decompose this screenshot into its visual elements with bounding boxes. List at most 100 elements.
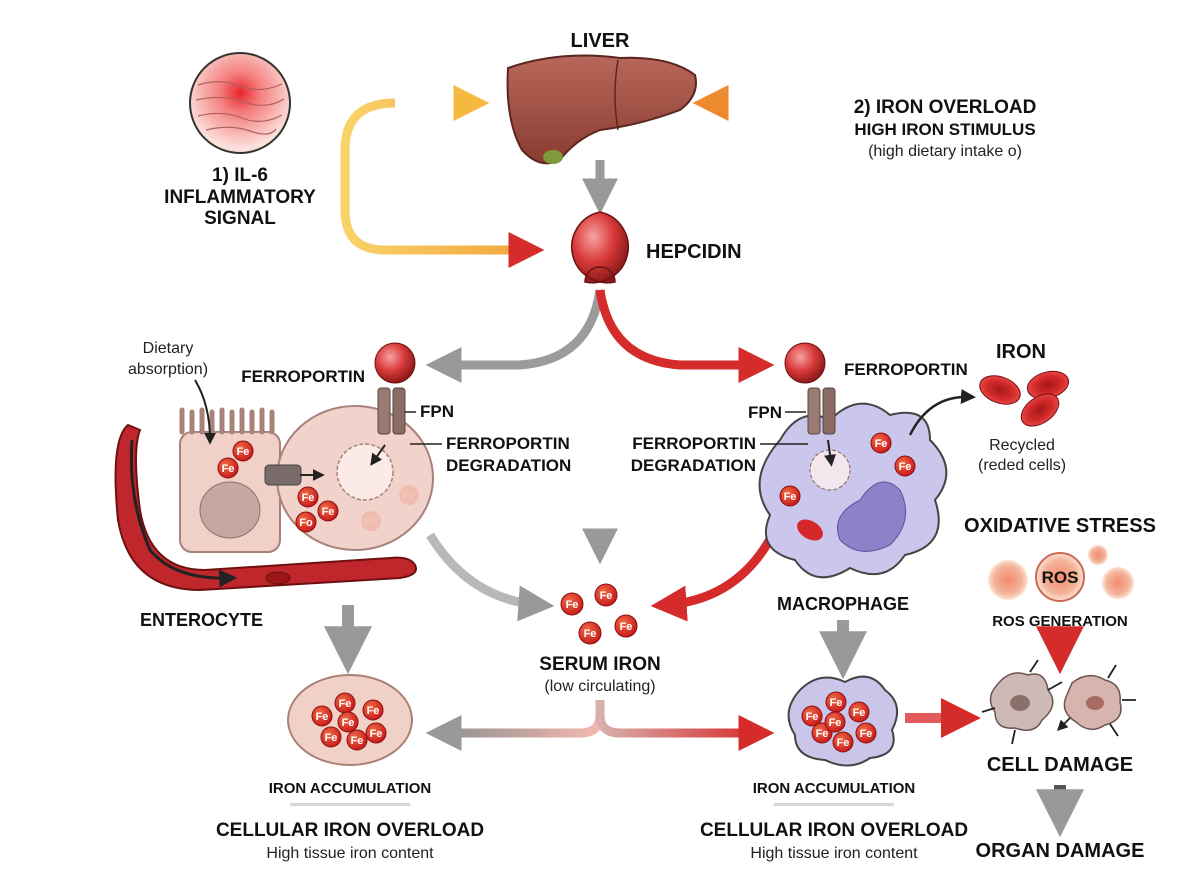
cellular-overload-right-label: CELLULAR IRON OVERLOAD bbox=[700, 820, 968, 841]
macrophage-label: MACROPHAGE bbox=[777, 594, 909, 614]
iron-fe-particle: Fe bbox=[578, 621, 602, 645]
iron-fe-label: Fe bbox=[403, 490, 416, 502]
iron-fe-label: Fe bbox=[325, 732, 338, 744]
inflamed-tissue-icon bbox=[189, 52, 291, 154]
iron-fe-particle: Fe bbox=[855, 722, 877, 744]
dietary-label-1: Dietary bbox=[143, 340, 194, 357]
iron-overload-label-1: 2) IRON OVERLOAD bbox=[854, 97, 1037, 118]
iron-fe-particle: Fe bbox=[894, 455, 916, 477]
iron-fe-particle: Fe bbox=[594, 583, 618, 607]
ferroportin-left-label: FERROPORTIN bbox=[241, 367, 365, 386]
damaged-cell-icon bbox=[981, 659, 1136, 745]
iron-fe-label: Fe bbox=[875, 438, 888, 450]
liver-label: LIVER bbox=[571, 30, 630, 52]
right-ferroportin bbox=[784, 342, 836, 435]
iron-fe-label: Fe bbox=[853, 707, 866, 719]
iron-fe-particle: Fe bbox=[870, 432, 892, 454]
iron-fe-label: Fe bbox=[806, 711, 819, 723]
accum-left-divider bbox=[290, 803, 410, 806]
iron-fe-particle: Fe bbox=[801, 705, 823, 727]
iron-fe-particle: Fe bbox=[297, 486, 319, 508]
iron-fe-label: Fe bbox=[566, 599, 579, 611]
enterocyte-cell bbox=[179, 405, 434, 553]
high-tissue-right-label: High tissue iron content bbox=[750, 845, 918, 862]
iron-fe-particle: Fe bbox=[848, 701, 870, 723]
iron-accum-left-label: IRON ACCUMULATION bbox=[269, 780, 431, 797]
iron-fe-label: Fo bbox=[299, 517, 313, 529]
iron-fe-particle: Fe bbox=[337, 711, 359, 733]
degradation-left-label-1: FERROPORTIN bbox=[446, 434, 570, 453]
red-blood-cell-icon bbox=[979, 370, 1070, 427]
organ-damage-label: ORGAN DAMAGE bbox=[976, 840, 1145, 862]
hepcidin-label: HEPCIDIN bbox=[646, 241, 742, 263]
blood-vessel-icon bbox=[114, 423, 417, 592]
iron-fe-particle: F8 bbox=[361, 511, 381, 531]
iron-fe-label: Fe bbox=[784, 491, 797, 503]
serum-iron-label: SERUM IRON bbox=[539, 654, 660, 675]
macrophage-to-serum-arrow bbox=[650, 527, 780, 622]
hepcidin-icon bbox=[570, 211, 630, 284]
iron-fe-label: Fe bbox=[302, 492, 315, 504]
il6-to-hepcidin-arrow bbox=[340, 98, 545, 268]
cellular-overload-left-label: CELLULAR IRON OVERLOAD bbox=[216, 820, 484, 841]
left-ferroportin bbox=[370, 342, 416, 466]
ros-generation-label: ROS GENERATION bbox=[992, 613, 1128, 630]
iron-fe-label: Fe bbox=[222, 463, 235, 475]
iron-fe-particle: Fe bbox=[365, 722, 387, 744]
ros-icon bbox=[988, 545, 1134, 602]
iron-label: IRON bbox=[996, 341, 1046, 363]
ros-label: ROS bbox=[1042, 568, 1079, 587]
iron-fe-label: Fe bbox=[370, 728, 383, 740]
degradation-right-label-2: DEGRADATION bbox=[631, 456, 756, 475]
iron-fe-particle: Fe bbox=[824, 711, 846, 733]
iron-fe-label: F8 bbox=[365, 516, 378, 528]
hepcidin-to-right-ferroportin-arrow bbox=[595, 289, 775, 383]
fpn-left-label: FPN bbox=[420, 402, 454, 421]
iron-fe-label: Fe bbox=[816, 728, 829, 740]
degradation-left-label-2: DEGRADATION bbox=[446, 456, 571, 475]
iron-fe-particle: Fe bbox=[399, 485, 419, 505]
iron-fe-label: Fe bbox=[322, 506, 335, 518]
iron-fe-particle: Fe bbox=[779, 485, 801, 507]
cell-damage-label: CELL DAMAGE bbox=[987, 754, 1133, 776]
iron-fe-particle: Fe bbox=[362, 699, 384, 721]
hepcidin-to-left-ferroportin-arrow bbox=[425, 289, 605, 383]
iron-fe-label: Fe bbox=[316, 711, 329, 723]
serum-to-left-accum-arrow bbox=[425, 700, 605, 751]
il6-label-3: SIGNAL bbox=[204, 208, 276, 229]
iron-overload-label-2: HIGH IRON STIMULUS bbox=[854, 120, 1035, 139]
iron-fe-label: Fe bbox=[600, 590, 613, 602]
high-tissue-left-label: High tissue iron content bbox=[266, 845, 434, 862]
dietary-label-2: absorption) bbox=[128, 361, 208, 378]
liver-icon bbox=[506, 54, 697, 165]
enterocyte-label: ENTEROCYTE bbox=[140, 610, 263, 630]
iron-fe-particle: Fe bbox=[825, 691, 847, 713]
iron-fe-particle: Fe bbox=[317, 500, 339, 522]
iron-fe-label: Fe bbox=[899, 461, 912, 473]
iron-fe-label: Fe bbox=[860, 728, 873, 740]
iron-fe-label: Fe bbox=[837, 737, 850, 749]
iron-fe-particle: Fe bbox=[334, 692, 356, 714]
iron-fe-particle: Fe bbox=[311, 705, 333, 727]
il6-label-1: 1) IL-6 bbox=[212, 165, 268, 186]
ferroportin-right-label: FERROPORTIN bbox=[844, 360, 968, 379]
fpn-right-label: FPN bbox=[748, 403, 782, 422]
oxidative-stress-label: OXIDATIVE STRESS bbox=[964, 515, 1156, 537]
iron-fe-particle: Fe bbox=[232, 440, 254, 462]
iron-fe-particle: Fo bbox=[295, 511, 317, 533]
iron-fe-label: Fe bbox=[237, 446, 250, 458]
serum-iron-sublabel: (low circulating) bbox=[544, 678, 655, 695]
iron-fe-label: Fe bbox=[620, 621, 633, 633]
iron-fe-particle: Fe bbox=[614, 614, 638, 638]
il6-label-2: INFLAMMATORY bbox=[164, 187, 316, 208]
enterocyte-to-serum-arrow bbox=[426, 532, 555, 622]
iron-fe-particle: Fe bbox=[832, 731, 854, 753]
serum-to-right-accum-arrow bbox=[595, 700, 775, 751]
iron-fe-label: Fe bbox=[342, 717, 355, 729]
iron-fe-particle: Fe bbox=[320, 726, 342, 748]
iron-fe-label: Fe bbox=[830, 697, 843, 709]
recycled-label-1: Recycled bbox=[989, 437, 1055, 454]
macrophage-cell bbox=[758, 402, 948, 579]
